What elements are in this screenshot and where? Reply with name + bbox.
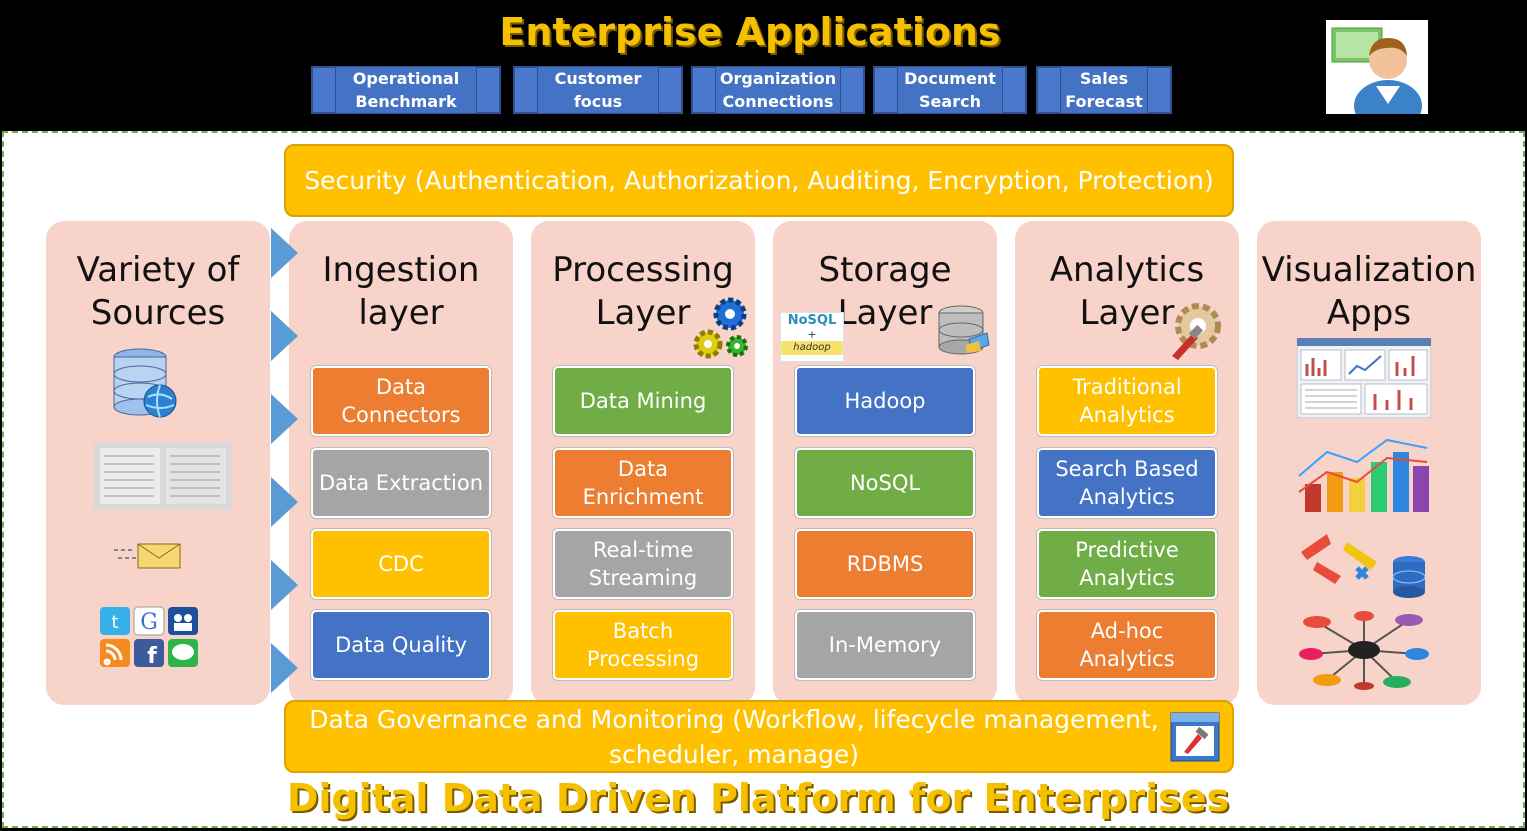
visualization-column: Visualization Apps [1257,221,1481,705]
flow-arrow-icon [271,560,298,610]
storage-item-rdbms: RDBMS [795,529,975,599]
ingestion-title: Ingestion layer [322,250,480,333]
visualization-title: Visualization Apps [1261,250,1477,333]
app-label: Sales Forecast [1065,69,1143,111]
database-icon [935,305,991,359]
newspaper-icon [94,442,232,514]
svg-text:f: f [147,644,157,669]
app-label: Operational Benchmark [352,69,460,111]
email-icon [114,540,184,576]
app-organization-connections[interactable]: Organization Connections [691,66,865,114]
app-label: Document Search [904,69,996,111]
flow-arrow-icon [271,394,298,444]
app-customer-focus[interactable]: Customer focus [513,66,683,114]
hadoop-badge-text: hadoop [781,341,843,355]
svg-text:t: t [111,612,118,633]
analytics-item-traditional: Traditional Analytics [1037,366,1217,436]
enterprise-applications-title: Enterprise Applications [499,10,1001,54]
processing-item-realtime-streaming: Real-time Streaming [553,529,733,599]
analytics-title: Analytics Layer [1049,250,1205,333]
workflow-tools-icon [1170,712,1220,766]
flow-arrow-icon [271,228,298,278]
analytics-item-ad-hoc: Ad-hoc Analytics [1037,610,1217,680]
processing-item-batch-processing: Batch Processing [553,610,733,680]
mind-map-icon [1297,610,1431,694]
nosql-badge-text: NoSQL [787,313,837,328]
user-avatar-icon [1326,20,1428,132]
storage-item-in-memory: In-Memory [795,610,975,680]
app-label: Organization Connections [719,69,837,111]
app-document-search[interactable]: Document Search [873,66,1027,114]
storage-item-hadoop: Hadoop [795,366,975,436]
svg-text:G: G [140,610,158,635]
ingestion-item-data-extraction: Data Extraction [311,448,491,518]
governance-bar: Data Governance and Monitoring (Workflow… [284,700,1234,773]
processing-title: Processing Layer [552,250,734,333]
ingestion-item-cdc: CDC [311,529,491,599]
sources-title: Variety of Sources [76,250,240,333]
bar-chart-icon [1297,432,1431,518]
ingestion-item-data-connectors: Data Connectors [311,366,491,436]
processing-item-data-mining: Data Mining [553,366,733,436]
app-label: Customer focus [554,69,642,111]
data-flow-icon [1297,522,1431,610]
flow-arrow-icon [271,643,298,693]
storage-title: Storage Layer [818,250,952,333]
app-operational-benchmark[interactable]: Operational Benchmark [311,66,501,114]
storage-item-nosql: NoSQL [795,448,975,518]
security-bar: Security (Authentication, Authorization,… [284,144,1234,217]
database-globe-icon [108,347,180,427]
social-icons: t G f [98,605,200,673]
flow-arrow-icon [271,311,298,361]
processing-item-data-enrichment: Data Enrichment [553,448,733,518]
platform-title: Digital Data Driven Platform for Enterpr… [286,776,1230,820]
flow-arrow-icon [271,477,298,527]
nosql-hadoop-badge: NoSQL + hadoop [780,312,844,362]
analytics-item-search-based: Search Based Analytics [1037,448,1217,518]
settings-wrench-icon [1166,298,1226,364]
app-sales-forecast[interactable]: Sales Forecast [1036,66,1172,114]
ingestion-item-data-quality: Data Quality [311,610,491,680]
dashboard-screenshot-icon [1296,337,1432,422]
twitter-icon [100,607,130,635]
analytics-item-predictive: Predictive Analytics [1037,529,1217,599]
badge-plus: + [807,328,817,341]
gears-icon [692,296,754,366]
